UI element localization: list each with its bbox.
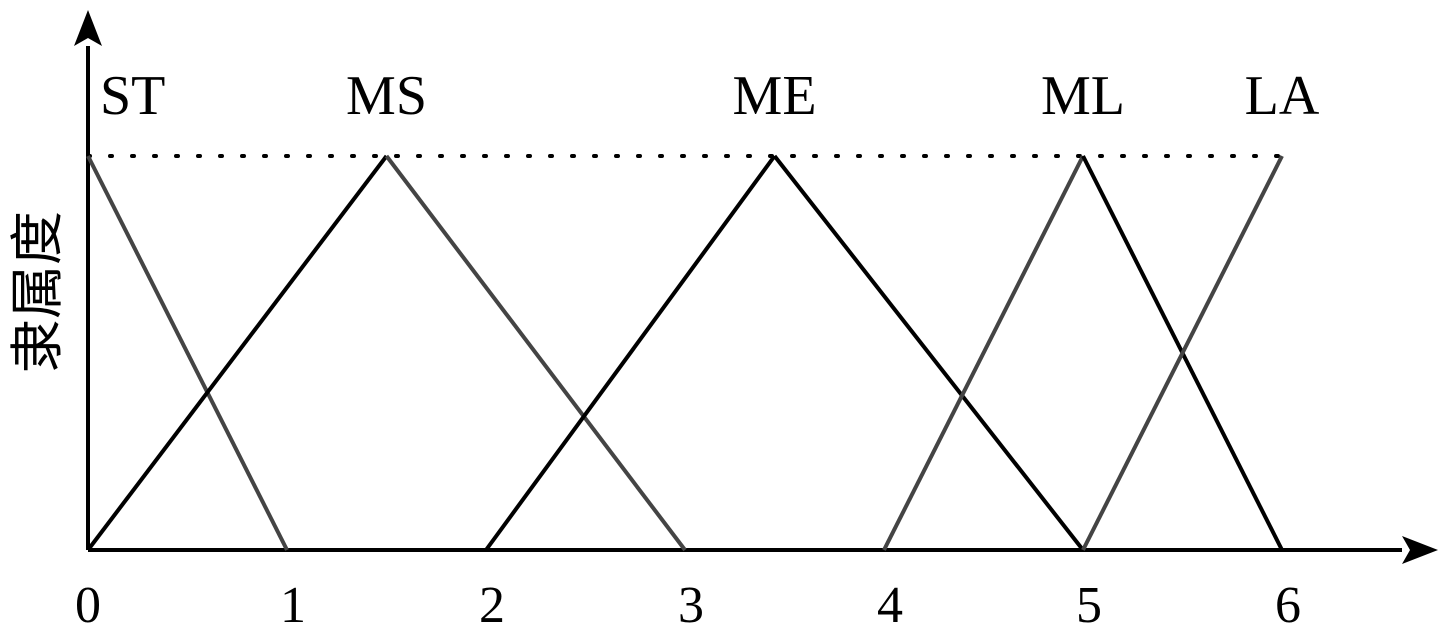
series-ml — [882, 155, 1284, 551]
x-tick-label-3: 3 — [678, 577, 704, 626]
series-me-segment-1 — [484, 154, 777, 552]
series-me-segment-2 — [772, 154, 1085, 552]
y-axis-label: 隶属度 — [6, 211, 69, 373]
x-tick-label-4: 4 — [877, 577, 903, 626]
series-ml-segment-1 — [882, 155, 1085, 551]
x-tick-label-1: 1 — [280, 577, 306, 626]
series-label-ms: MS — [346, 65, 427, 127]
series-label-ml: ML — [1041, 65, 1125, 127]
series-label-la: LA — [1245, 65, 1320, 127]
series-ms-segment-2 — [384, 154, 687, 552]
series-label-me: ME — [733, 65, 817, 127]
axes — [74, 10, 1438, 564]
series-lines — [86, 154, 1284, 552]
x-tick-labels: 0 1 2 3 4 5 6 — [75, 577, 1301, 626]
series-la-segment-1 — [1081, 155, 1284, 551]
y-axis-arrow-icon — [74, 10, 102, 46]
x-tick-label-6: 6 — [1275, 577, 1301, 626]
series-st-segment-1 — [86, 155, 289, 551]
x-tick-label-5: 5 — [1076, 577, 1102, 626]
series-labels: ST MS ME ML LA — [100, 65, 1320, 127]
x-tick-label-2: 2 — [479, 577, 505, 626]
series-me — [484, 154, 1085, 552]
series-la — [1081, 155, 1284, 551]
series-label-st: ST — [100, 65, 165, 127]
series-ms — [86, 154, 687, 552]
x-tick-label-0: 0 — [75, 577, 101, 626]
x-axis-arrow-icon — [1402, 536, 1438, 564]
series-st — [86, 155, 289, 551]
series-ms-segment-1 — [86, 154, 389, 552]
